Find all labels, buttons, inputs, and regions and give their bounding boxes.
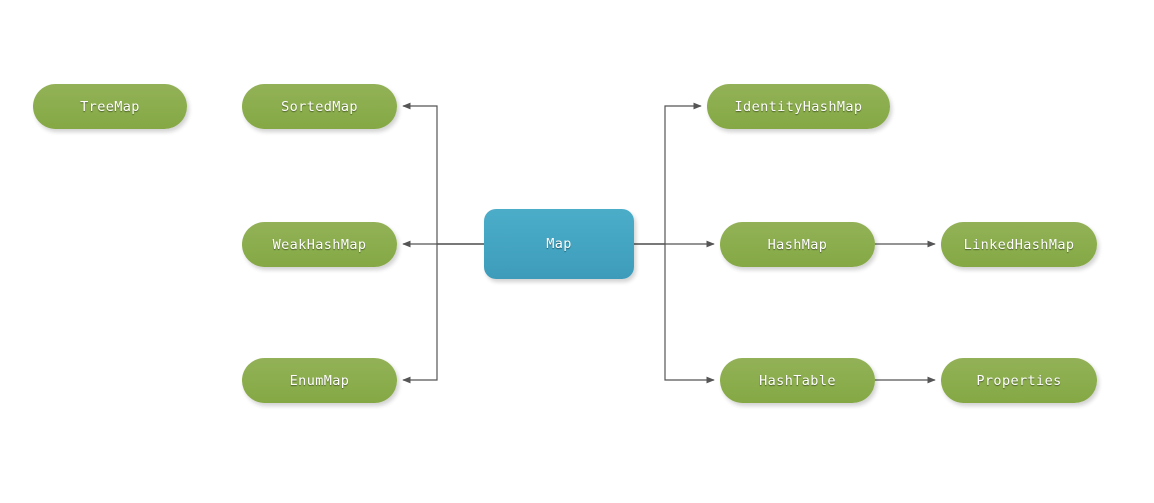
node-identityhashmap[interactable]: IdentityHashMap — [707, 84, 890, 129]
edge-map-to-enummap — [402, 243, 484, 384]
node-map[interactable]: Map — [484, 209, 634, 279]
node-label-sortedmap: SortedMap — [281, 98, 358, 115]
node-treemap[interactable]: TreeMap — [33, 84, 187, 129]
node-label-identityhashmap: IdentityHashMap — [734, 98, 863, 115]
node-label-properties: Properties — [976, 372, 1062, 389]
node-properties[interactable]: Properties — [941, 358, 1097, 403]
node-label-hashmap: HashMap — [767, 236, 828, 253]
node-hashtable[interactable]: HashTable — [720, 358, 875, 403]
edge-map-to-hashtable — [634, 243, 715, 384]
edge-group — [402, 102, 936, 384]
edge-map-to-sortedmap — [402, 102, 484, 245]
node-enummap[interactable]: EnumMap — [242, 358, 397, 403]
node-linkedhashmap[interactable]: LinkedHashMap — [941, 222, 1097, 267]
node-label-linkedhashmap: LinkedHashMap — [963, 236, 1075, 253]
node-sortedmap[interactable]: SortedMap — [242, 84, 397, 129]
node-label-weakhashmap: WeakHashMap — [272, 236, 367, 253]
node-label-map: Map — [546, 236, 572, 252]
node-hashmap[interactable]: HashMap — [720, 222, 875, 267]
node-label-hashtable: HashTable — [759, 372, 836, 389]
node-label-enummap: EnumMap — [289, 372, 350, 389]
node-weakhashmap[interactable]: WeakHashMap — [242, 222, 397, 267]
node-label-treemap: TreeMap — [80, 98, 140, 115]
edge-map-to-identityhashmap — [634, 102, 702, 245]
